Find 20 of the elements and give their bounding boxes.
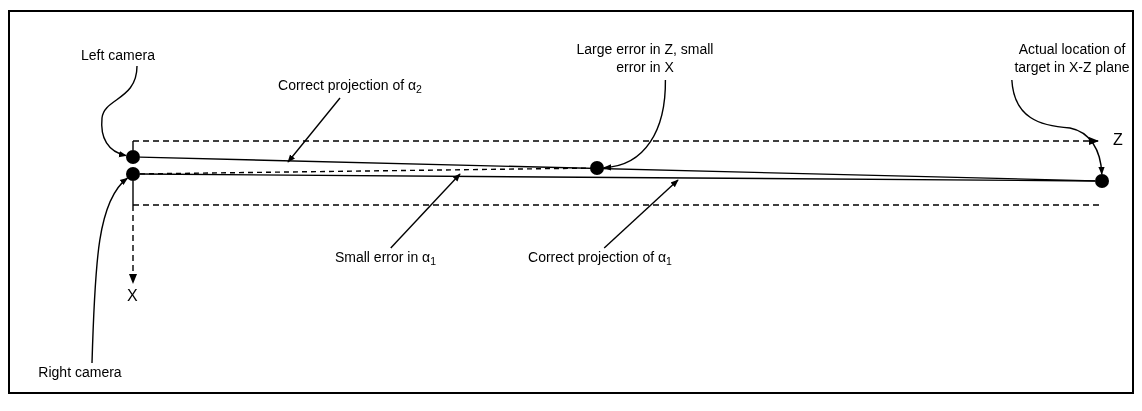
callout-text: Actual location of target in X-Z plane xyxy=(1008,40,1136,80)
point-marker xyxy=(126,167,140,181)
point-marker xyxy=(1095,174,1109,188)
camera-label: Left camera xyxy=(68,46,168,66)
leader-line xyxy=(603,179,679,249)
leader-line xyxy=(1011,79,1105,175)
callout-text: Correct projection of α$_{1}$ xyxy=(495,248,705,270)
axis-label: Z xyxy=(1113,130,1123,150)
callout-text: Correct projection of α$_{2}$ xyxy=(250,76,450,98)
leader-line xyxy=(101,65,138,157)
axis-label: X xyxy=(127,286,138,306)
leader-line xyxy=(390,173,461,249)
point-marker xyxy=(126,150,140,164)
leader-line xyxy=(603,79,667,171)
callout-text: Small error in α$_{1}$ xyxy=(298,248,473,270)
camera-label: Right camera xyxy=(20,363,140,383)
callout-text: Large error in Z, small error in X xyxy=(560,40,730,80)
point-marker xyxy=(590,161,604,175)
leader-line xyxy=(91,177,129,364)
leader-line xyxy=(287,97,341,163)
